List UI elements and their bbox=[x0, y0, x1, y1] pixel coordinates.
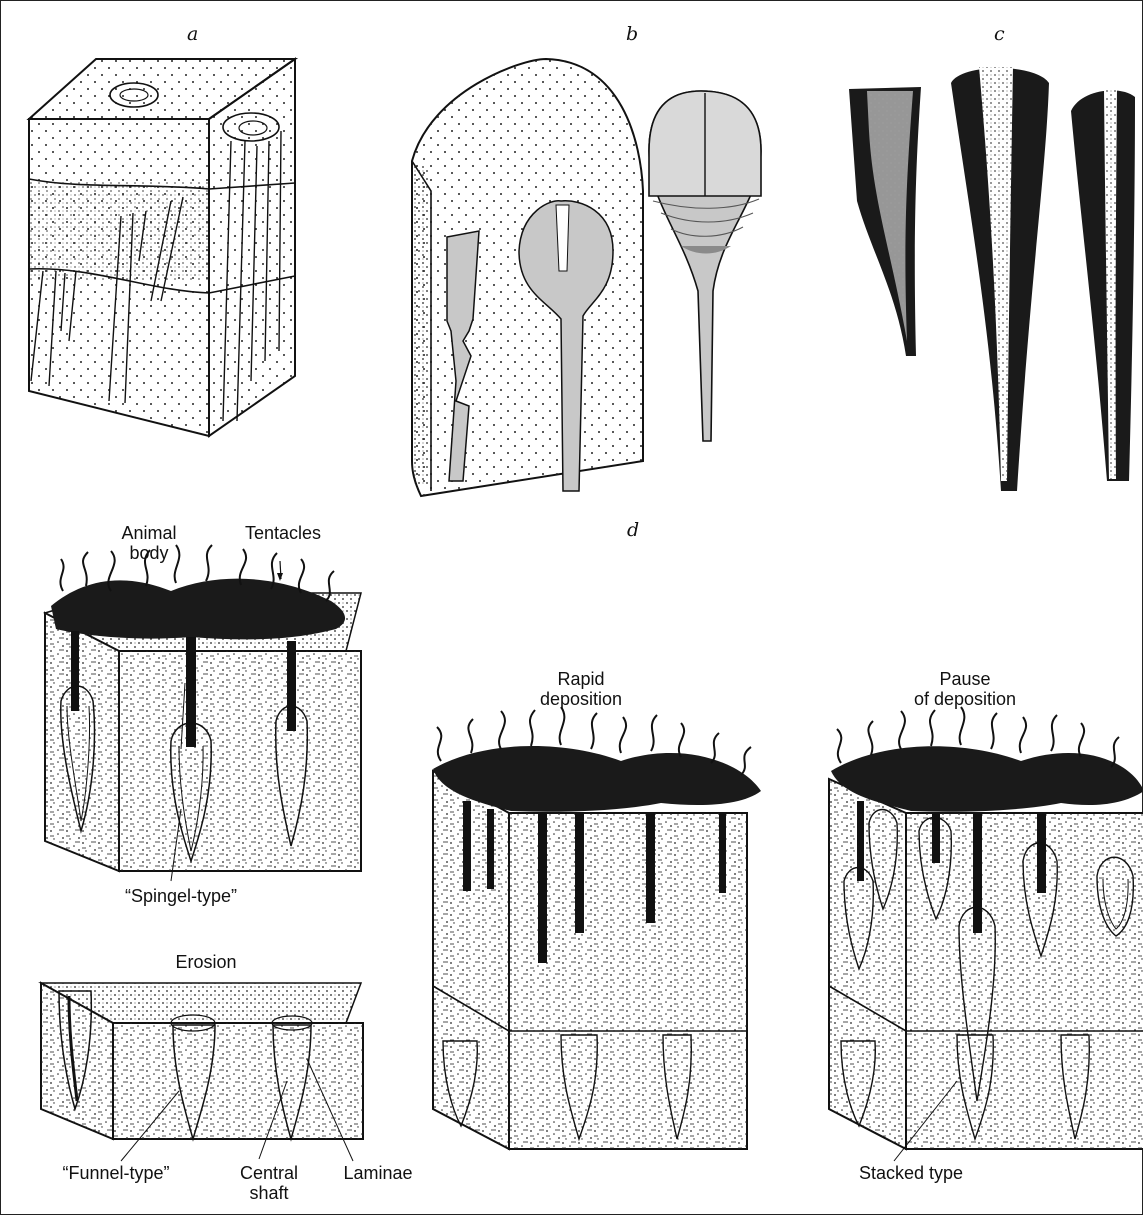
label-central-shaft: Central shaft bbox=[229, 1163, 309, 1203]
label-tentacles: Tentacles bbox=[235, 523, 331, 543]
label-pause-deposition: Pause of deposition bbox=[895, 669, 1035, 709]
panel-a-block bbox=[29, 59, 295, 436]
label-stacked-type: Stacked type bbox=[849, 1163, 973, 1183]
label-spingel-type: “Spingel-type” bbox=[101, 886, 261, 906]
label-animal-body-line2: body bbox=[109, 543, 189, 563]
label-central-shaft-line2: shaft bbox=[229, 1183, 309, 1203]
label-rapid-deposition: Rapid deposition bbox=[521, 669, 641, 709]
label-laminae: Laminae bbox=[333, 1163, 423, 1183]
panel-label-a: a bbox=[187, 23, 198, 45]
label-central-shaft-line1: Central bbox=[229, 1163, 309, 1183]
label-rapid-line1: Rapid bbox=[521, 669, 641, 689]
label-pause-line1: Pause bbox=[895, 669, 1035, 689]
label-erosion: Erosion bbox=[161, 952, 251, 972]
panel-d-erosion-block bbox=[41, 983, 363, 1161]
panel-b-core bbox=[412, 59, 643, 496]
panel-d-pause-block bbox=[829, 707, 1143, 1161]
panel-c-tubes bbox=[849, 67, 1135, 491]
label-rapid-line2: deposition bbox=[521, 689, 641, 709]
panel-d-rapid-block bbox=[433, 707, 761, 1149]
label-funnel-type: “Funnel-type” bbox=[41, 1163, 191, 1183]
label-animal-body: Animal body bbox=[109, 523, 189, 563]
panel-label-b: b bbox=[626, 23, 638, 45]
label-pause-line2: of deposition bbox=[895, 689, 1035, 709]
panel-d-spingel-block bbox=[45, 545, 361, 881]
panel-b-specimen bbox=[649, 91, 761, 441]
panel-label-c: c bbox=[994, 23, 1005, 45]
label-animal-body-line1: Animal bbox=[109, 523, 189, 543]
panel-label-d: d bbox=[627, 519, 639, 541]
